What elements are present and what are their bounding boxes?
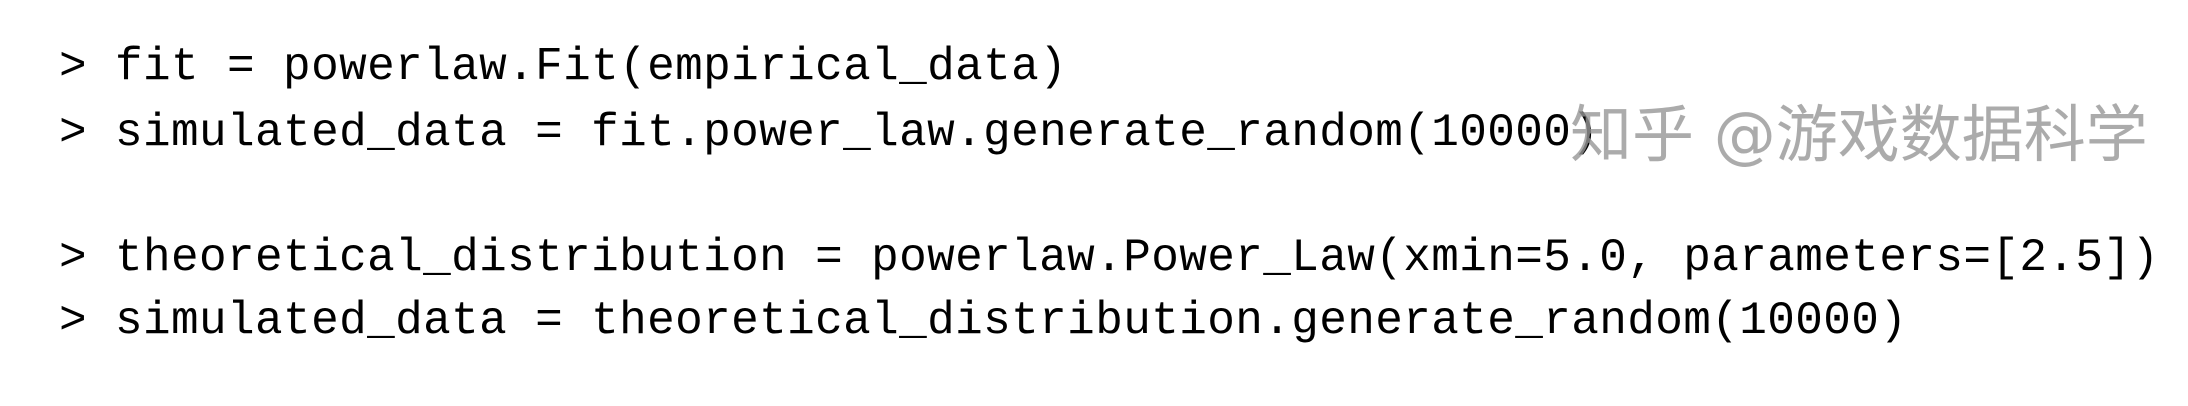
code-line: > simulated_data = theoretical_distribut… bbox=[59, 298, 1907, 344]
code-text: simulated_data = theoretical_distributio… bbox=[115, 295, 1908, 347]
code-text: simulated_data = fit.power_law.generate_… bbox=[115, 107, 1600, 159]
prompt: > bbox=[59, 41, 88, 93]
code-line: > simulated_data = fit.power_law.generat… bbox=[59, 110, 1599, 156]
code-text: theoretical_distribution = powerlaw.Powe… bbox=[115, 232, 2160, 284]
code-text: fit = powerlaw.Fit(empirical_data) bbox=[115, 41, 1068, 93]
code-line: > theoretical_distribution = powerlaw.Po… bbox=[59, 235, 2159, 281]
code-line: > fit = powerlaw.Fit(empirical_data) bbox=[59, 44, 1067, 90]
prompt: > bbox=[59, 232, 88, 284]
prompt: > bbox=[59, 107, 88, 159]
prompt: > bbox=[59, 295, 88, 347]
watermark: 知乎 @游戏数据科学 bbox=[1570, 98, 2148, 171]
